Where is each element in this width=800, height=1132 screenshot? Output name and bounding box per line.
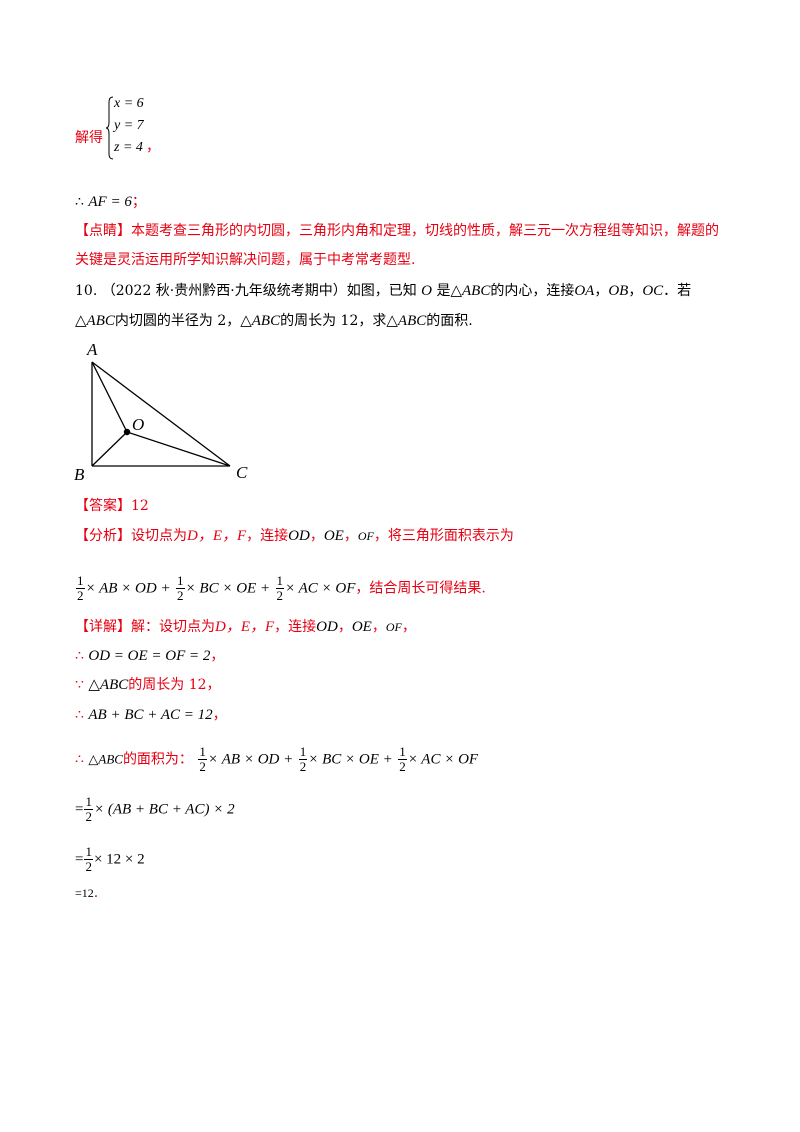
solve-label: 解得 [75,130,103,146]
answer-line: 【答案】12 [75,496,149,516]
vertex-label-b: B [74,465,85,484]
incenter-point [123,428,131,436]
question-number: 10. [75,283,98,299]
af-line: ∴ AF = 6； [75,194,146,210]
detail-step3: ∴ AB + BC + AC = 12， [75,707,227,723]
dianjing-line1: 【点睛】本题考查三角形的内切圆，三角形内角和定理，切线的性质，解三元一次方程组等… [75,223,719,239]
equation-y: y = 7 [114,118,144,133]
vertex-label-c: C [236,463,248,482]
answer-label: 【答案】 [75,498,131,514]
dianjing-label: 【点睛】 [75,223,131,239]
triangle-figure: A B C O [74,340,248,484]
question-source: （2022 秋·贵州黔西·九年级统考期中） [101,283,347,299]
equation-system: x = 6 y = 7 z = 4 ， [106,96,176,160]
incenter-label-o: O [132,415,144,434]
segment-ob [91,431,128,467]
side-ac [91,361,231,467]
vertex-label-a: A [86,340,98,359]
left-brace-icon [106,96,114,160]
equation-z: z = 4 [114,140,143,155]
analysis-line1: 【分析】设切点为D，E，F，连接OD，OE，OF，将三角形面积表示为 [75,528,514,544]
dianjing-line2: 关键是灵活运用所学知识解决问题，属于中考常考题型. [75,252,416,268]
detail-line1: 【详解】解：设切点为D，E，F，连接OD，OE，OF， [75,619,416,635]
question-line2: △ABC内切圆的半径为 2，△ABC的周长为 12，求△ABC的面积. [75,313,473,329]
detail-step7: =12. [75,885,99,901]
equation-x: x = 6 [114,96,144,111]
question-line1: 10. （2022 秋·贵州黔西·九年级统考期中）如图，已知 O 是△ABC的内… [75,283,692,299]
analysis-label: 【分析】 [75,528,131,544]
answer-value: 12 [131,498,149,514]
system-suffix: ， [146,139,160,155]
detail-step2: ∵ △ABC的周长为 12， [75,677,221,693]
detail-label: 【详解】 [75,619,131,635]
segment-oa [91,361,128,433]
detail-step1: ∴ OD = OE = OF = 2， [75,648,225,664]
segment-oc [126,431,231,467]
